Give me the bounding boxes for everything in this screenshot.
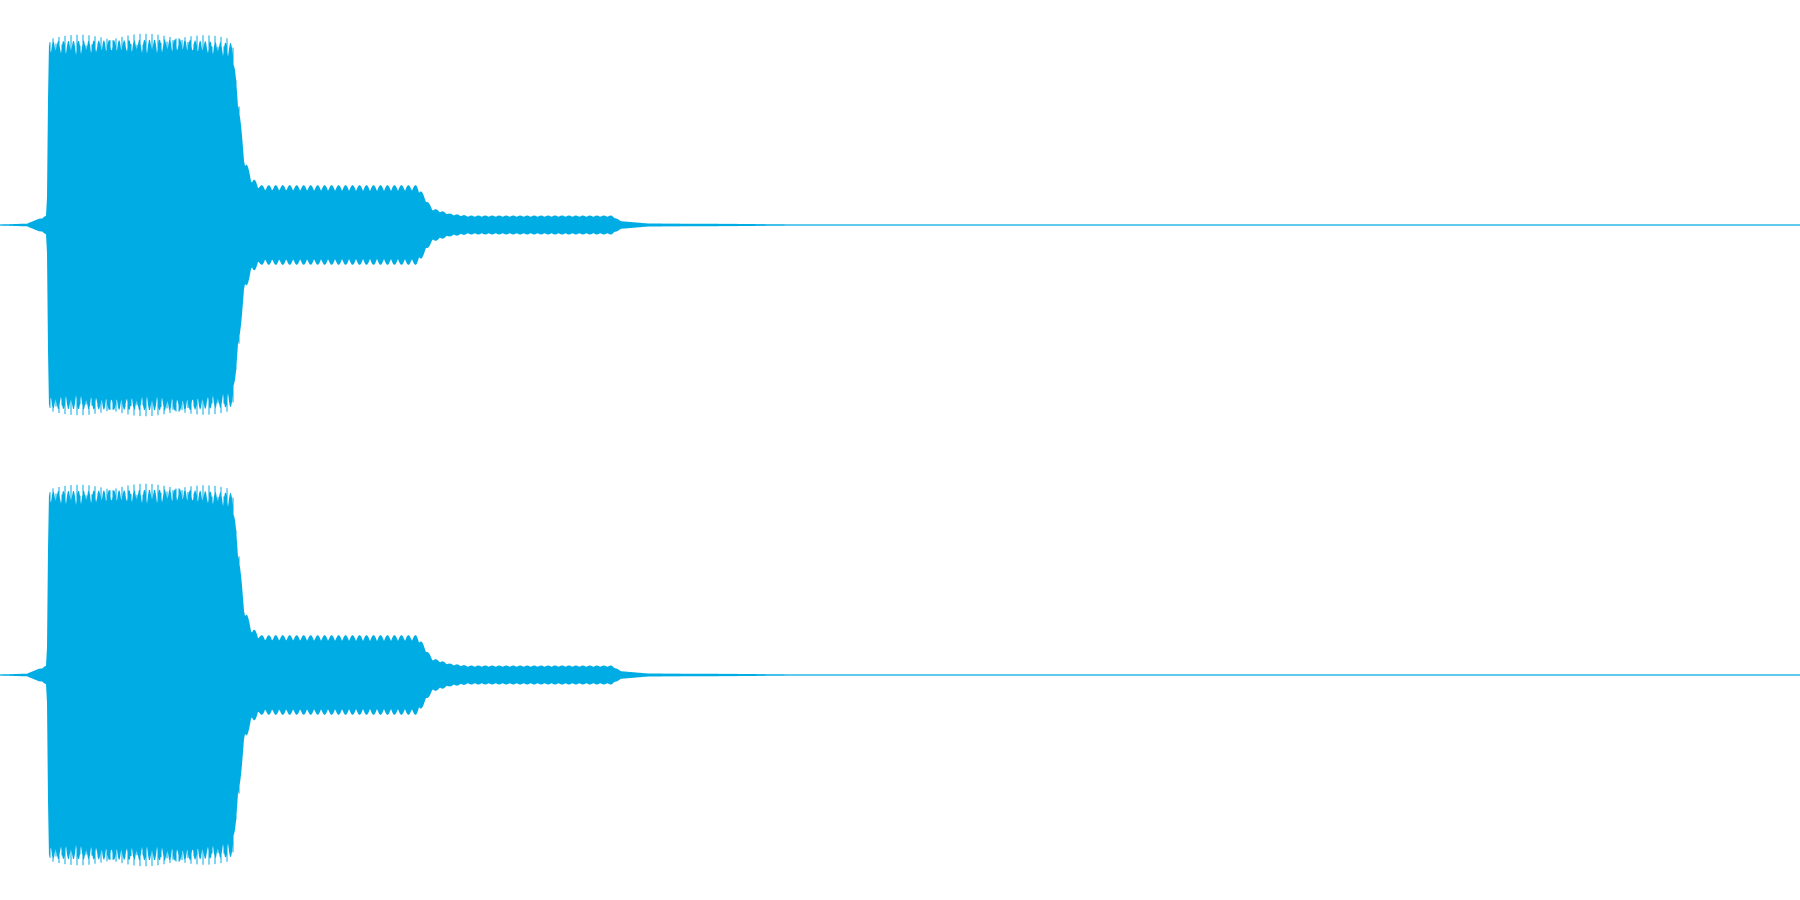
channel-1-waveform: [0, 33, 1800, 417]
channel-2-waveform: [0, 483, 1800, 867]
channel-1-envelope: [0, 38, 1800, 412]
channel-2-envelope: [0, 488, 1800, 862]
